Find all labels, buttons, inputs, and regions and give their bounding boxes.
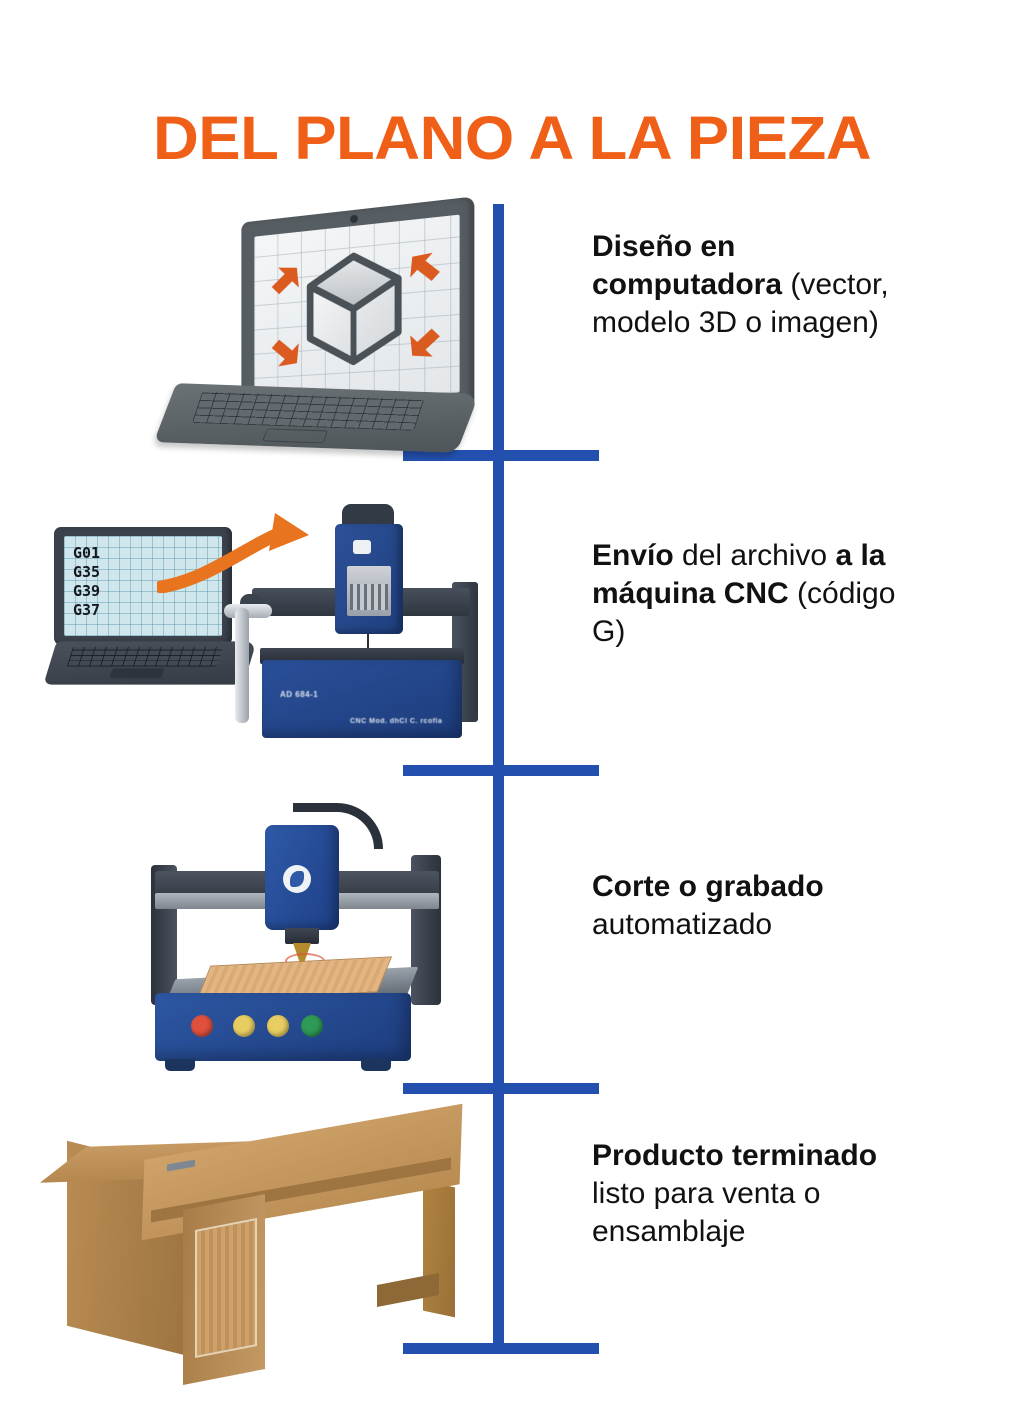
step-2-text: Envío del archivo a la máquina CNC (códi… [592, 537, 932, 651]
laptop-screen [254, 214, 460, 404]
illustration-laptop-design [153, 196, 483, 453]
laptop-keyboard [66, 646, 223, 667]
brand-logo-icon [283, 865, 311, 893]
step-4-text: Producto terminado listo para venta o en… [592, 1137, 932, 1251]
laptop-trackpad [109, 668, 165, 679]
step-4-bold: Producto terminado [592, 1139, 878, 1172]
control-button-green[interactable] [301, 1015, 323, 1037]
webcam-icon [349, 214, 358, 224]
step-1-bold: Diseño en computadora [592, 230, 783, 301]
step-3-text: Corte o grabado automatizado [592, 868, 932, 944]
laptop-trackpad [262, 428, 329, 444]
step-3-rest: automatizado [592, 908, 773, 941]
illustration-wooden-desk [39, 1103, 475, 1385]
cnc-foot-right [361, 1059, 391, 1071]
control-button-yellow-2[interactable] [267, 1015, 289, 1037]
brand-logo-icon [353, 540, 371, 554]
laptop-gcode: G01 G35 G39 G37 [43, 527, 257, 707]
cnc-tool-bits [350, 584, 388, 610]
cnc-panel-model-label: AD 684-1 [280, 690, 319, 699]
laptop-base [43, 641, 257, 685]
control-button-yellow-1[interactable] [233, 1015, 255, 1037]
gcode-line: G01 [73, 544, 101, 562]
step-2-bold-mid: a la máquina CNC [592, 539, 886, 610]
laptop-keyboard [192, 391, 425, 431]
timeline-divider-1 [403, 450, 599, 461]
illustration-cnc-router [133, 793, 453, 1085]
cnc-spindle-head [335, 524, 403, 634]
control-button-red[interactable] [191, 1015, 213, 1037]
timeline-divider-2 [403, 765, 599, 776]
laptop-base [153, 383, 480, 453]
step-1-text: Diseño en computadora (vector, modelo 3D… [592, 228, 932, 342]
step-2-rest: (código G) [592, 577, 896, 648]
gcode-line: G39 [73, 582, 101, 600]
cnc-spindle [265, 825, 339, 930]
gcode-line: G37 [73, 601, 101, 619]
cnc-control-arm [235, 608, 249, 723]
laptop-screen-gcode: G01 G35 G39 G37 [64, 536, 222, 636]
cube-graphic [254, 215, 459, 404]
cnc-body-panel: AD 684-1 CNC Mod. dhCl C. rcofla [262, 660, 462, 738]
cnc-foot-left [165, 1059, 195, 1071]
gcode-line: G35 [73, 563, 101, 581]
step-2-bold-lead: Envío [592, 539, 674, 572]
timeline-divider-3 [403, 1083, 599, 1094]
cnc-collet [285, 928, 319, 944]
page-title: DEL PLANO A LA PIEZA [152, 104, 872, 172]
timeline-vertical-line [493, 204, 504, 1352]
cnc-tool-window [347, 566, 391, 616]
cnc-machine-small: AD 684-1 CNC Mod. dhCl C. rcofla [224, 500, 492, 748]
timeline-divider-4 [403, 1343, 599, 1354]
laptop-lid [241, 196, 475, 416]
step-3-bold: Corte o grabado [592, 870, 824, 903]
cnc-panel-footer-label: CNC Mod. dhCl C. rcofla [350, 718, 443, 725]
illustration-gcode-to-cnc: G01 G35 G39 G37 [42, 495, 492, 750]
step-2-mid: del archivo [673, 539, 836, 572]
step-4-rest: listo para venta o ensamblaje [592, 1177, 821, 1248]
gcode-listing: G01 G35 G39 G37 [73, 544, 100, 620]
transfer-arrow-icon [154, 513, 337, 594]
desk-cabinet-door [195, 1217, 257, 1359]
laptop-lid: G01 G35 G39 G37 [54, 527, 232, 645]
step-1-rest: (vector, modelo 3D o imagen) [592, 268, 889, 339]
